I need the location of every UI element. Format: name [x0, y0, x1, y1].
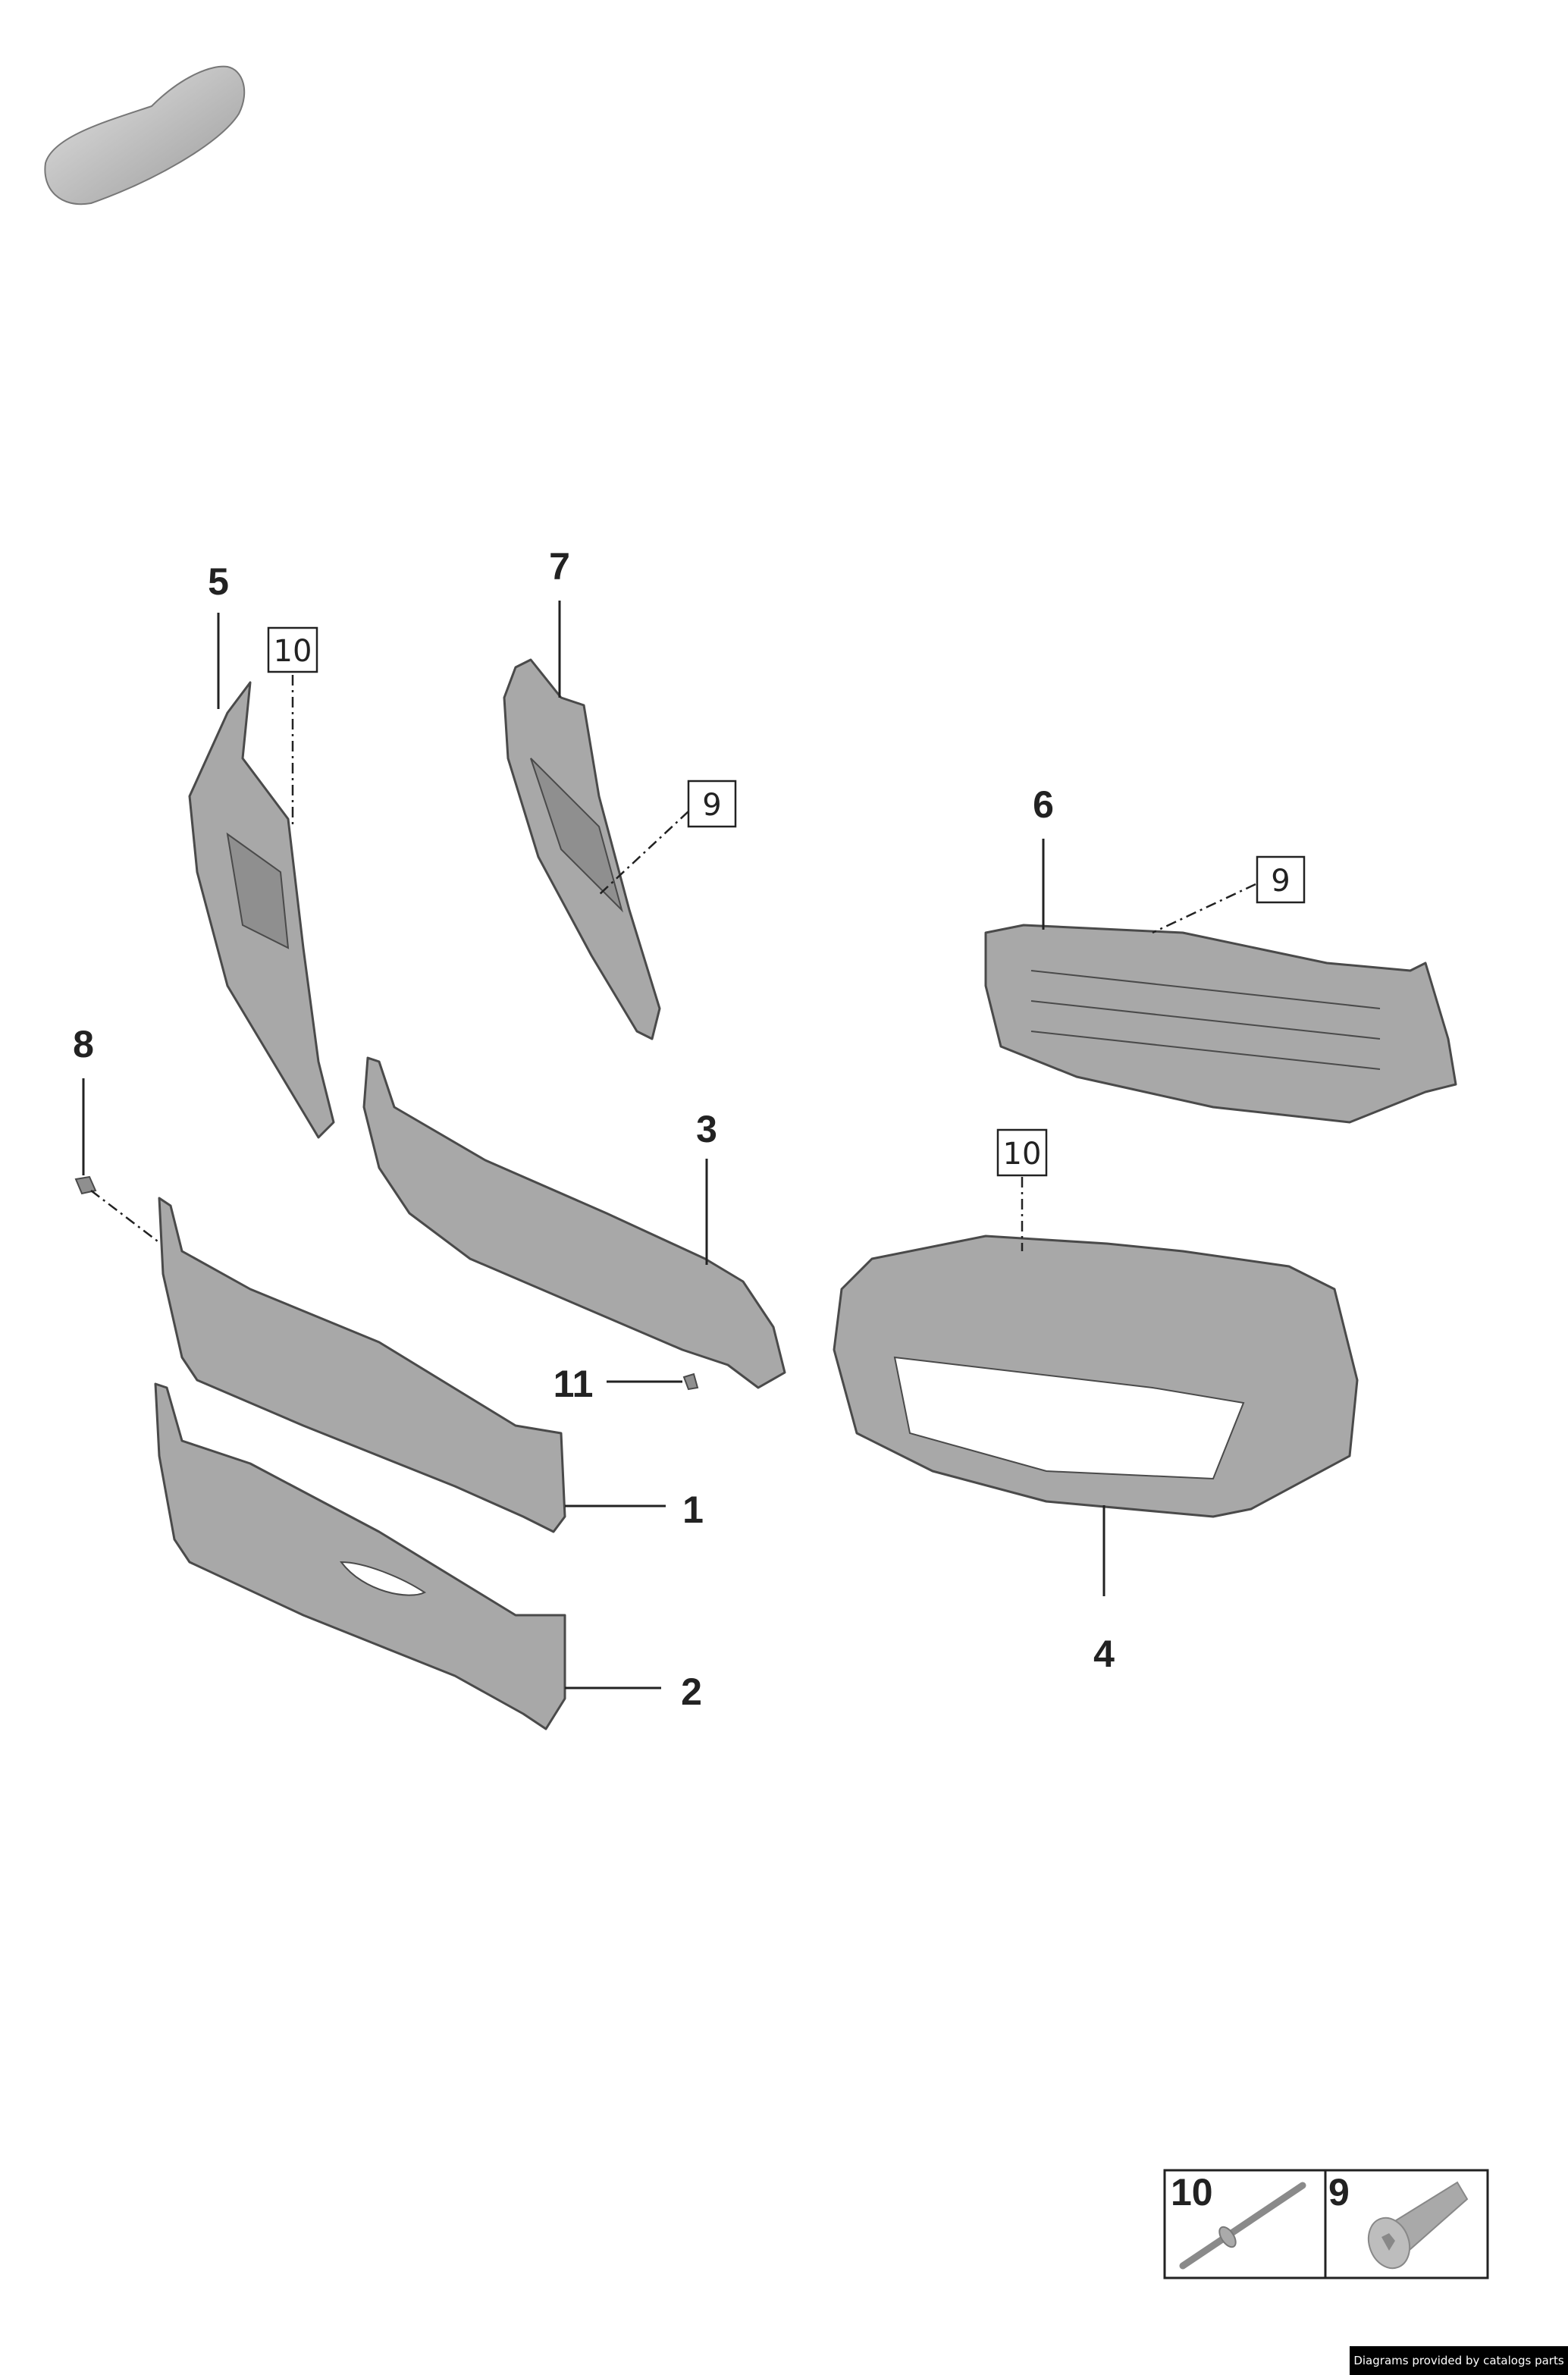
part-11-clip[interactable] [682, 1373, 699, 1391]
callout-1: 1 [682, 1489, 704, 1531]
callout-8: 8 [73, 1023, 94, 1065]
part-3-bumper-carrier[interactable] [362, 1056, 786, 1389]
callout-10: 10 [274, 634, 312, 669]
rivet-icon [1179, 2182, 1306, 2270]
callout-4: 4 [1093, 1633, 1115, 1675]
callout-6: 6 [1033, 783, 1054, 826]
legend-label-9: 9 [1328, 2171, 1350, 2213]
part-1-air-deflector[interactable] [158, 1197, 566, 1533]
part-5-left-air-duct[interactable] [188, 681, 335, 1139]
callout-3: 3 [696, 1108, 717, 1150]
callout-5: 5 [208, 560, 229, 603]
callout-10-box: 10 [996, 1128, 1048, 1177]
callout-9-box: 9 [687, 780, 737, 828]
callout-9: 9 [1271, 864, 1290, 899]
part-8-clip[interactable] [74, 1175, 97, 1195]
leader-lines [82, 601, 1256, 1689]
callout-10-box: 10 [267, 626, 318, 673]
callout-9-box: 9 [1256, 855, 1306, 904]
callout-2: 2 [681, 1671, 702, 1713]
torx-screw-icon [1367, 2181, 1469, 2270]
callout-7: 7 [549, 545, 570, 588]
part-4-radiator-frame[interactable] [833, 1235, 1359, 1518]
part-6-air-shutter[interactable] [984, 924, 1457, 1124]
vehicle-thumbnail-icon [44, 65, 246, 205]
footer-credit: Diagrams provided by catalogs parts [1350, 2346, 1568, 2375]
callout-11: 11 [554, 1363, 594, 1405]
callout-9: 9 [702, 788, 721, 823]
legend-label-10: 10 [1171, 2171, 1213, 2213]
callout-10: 10 [1003, 1137, 1042, 1172]
part-2-air-deflector[interactable] [154, 1382, 566, 1730]
fastener-legend: 10 9 [1163, 2169, 1489, 2279]
part-7-air-guide[interactable] [503, 658, 661, 1040]
